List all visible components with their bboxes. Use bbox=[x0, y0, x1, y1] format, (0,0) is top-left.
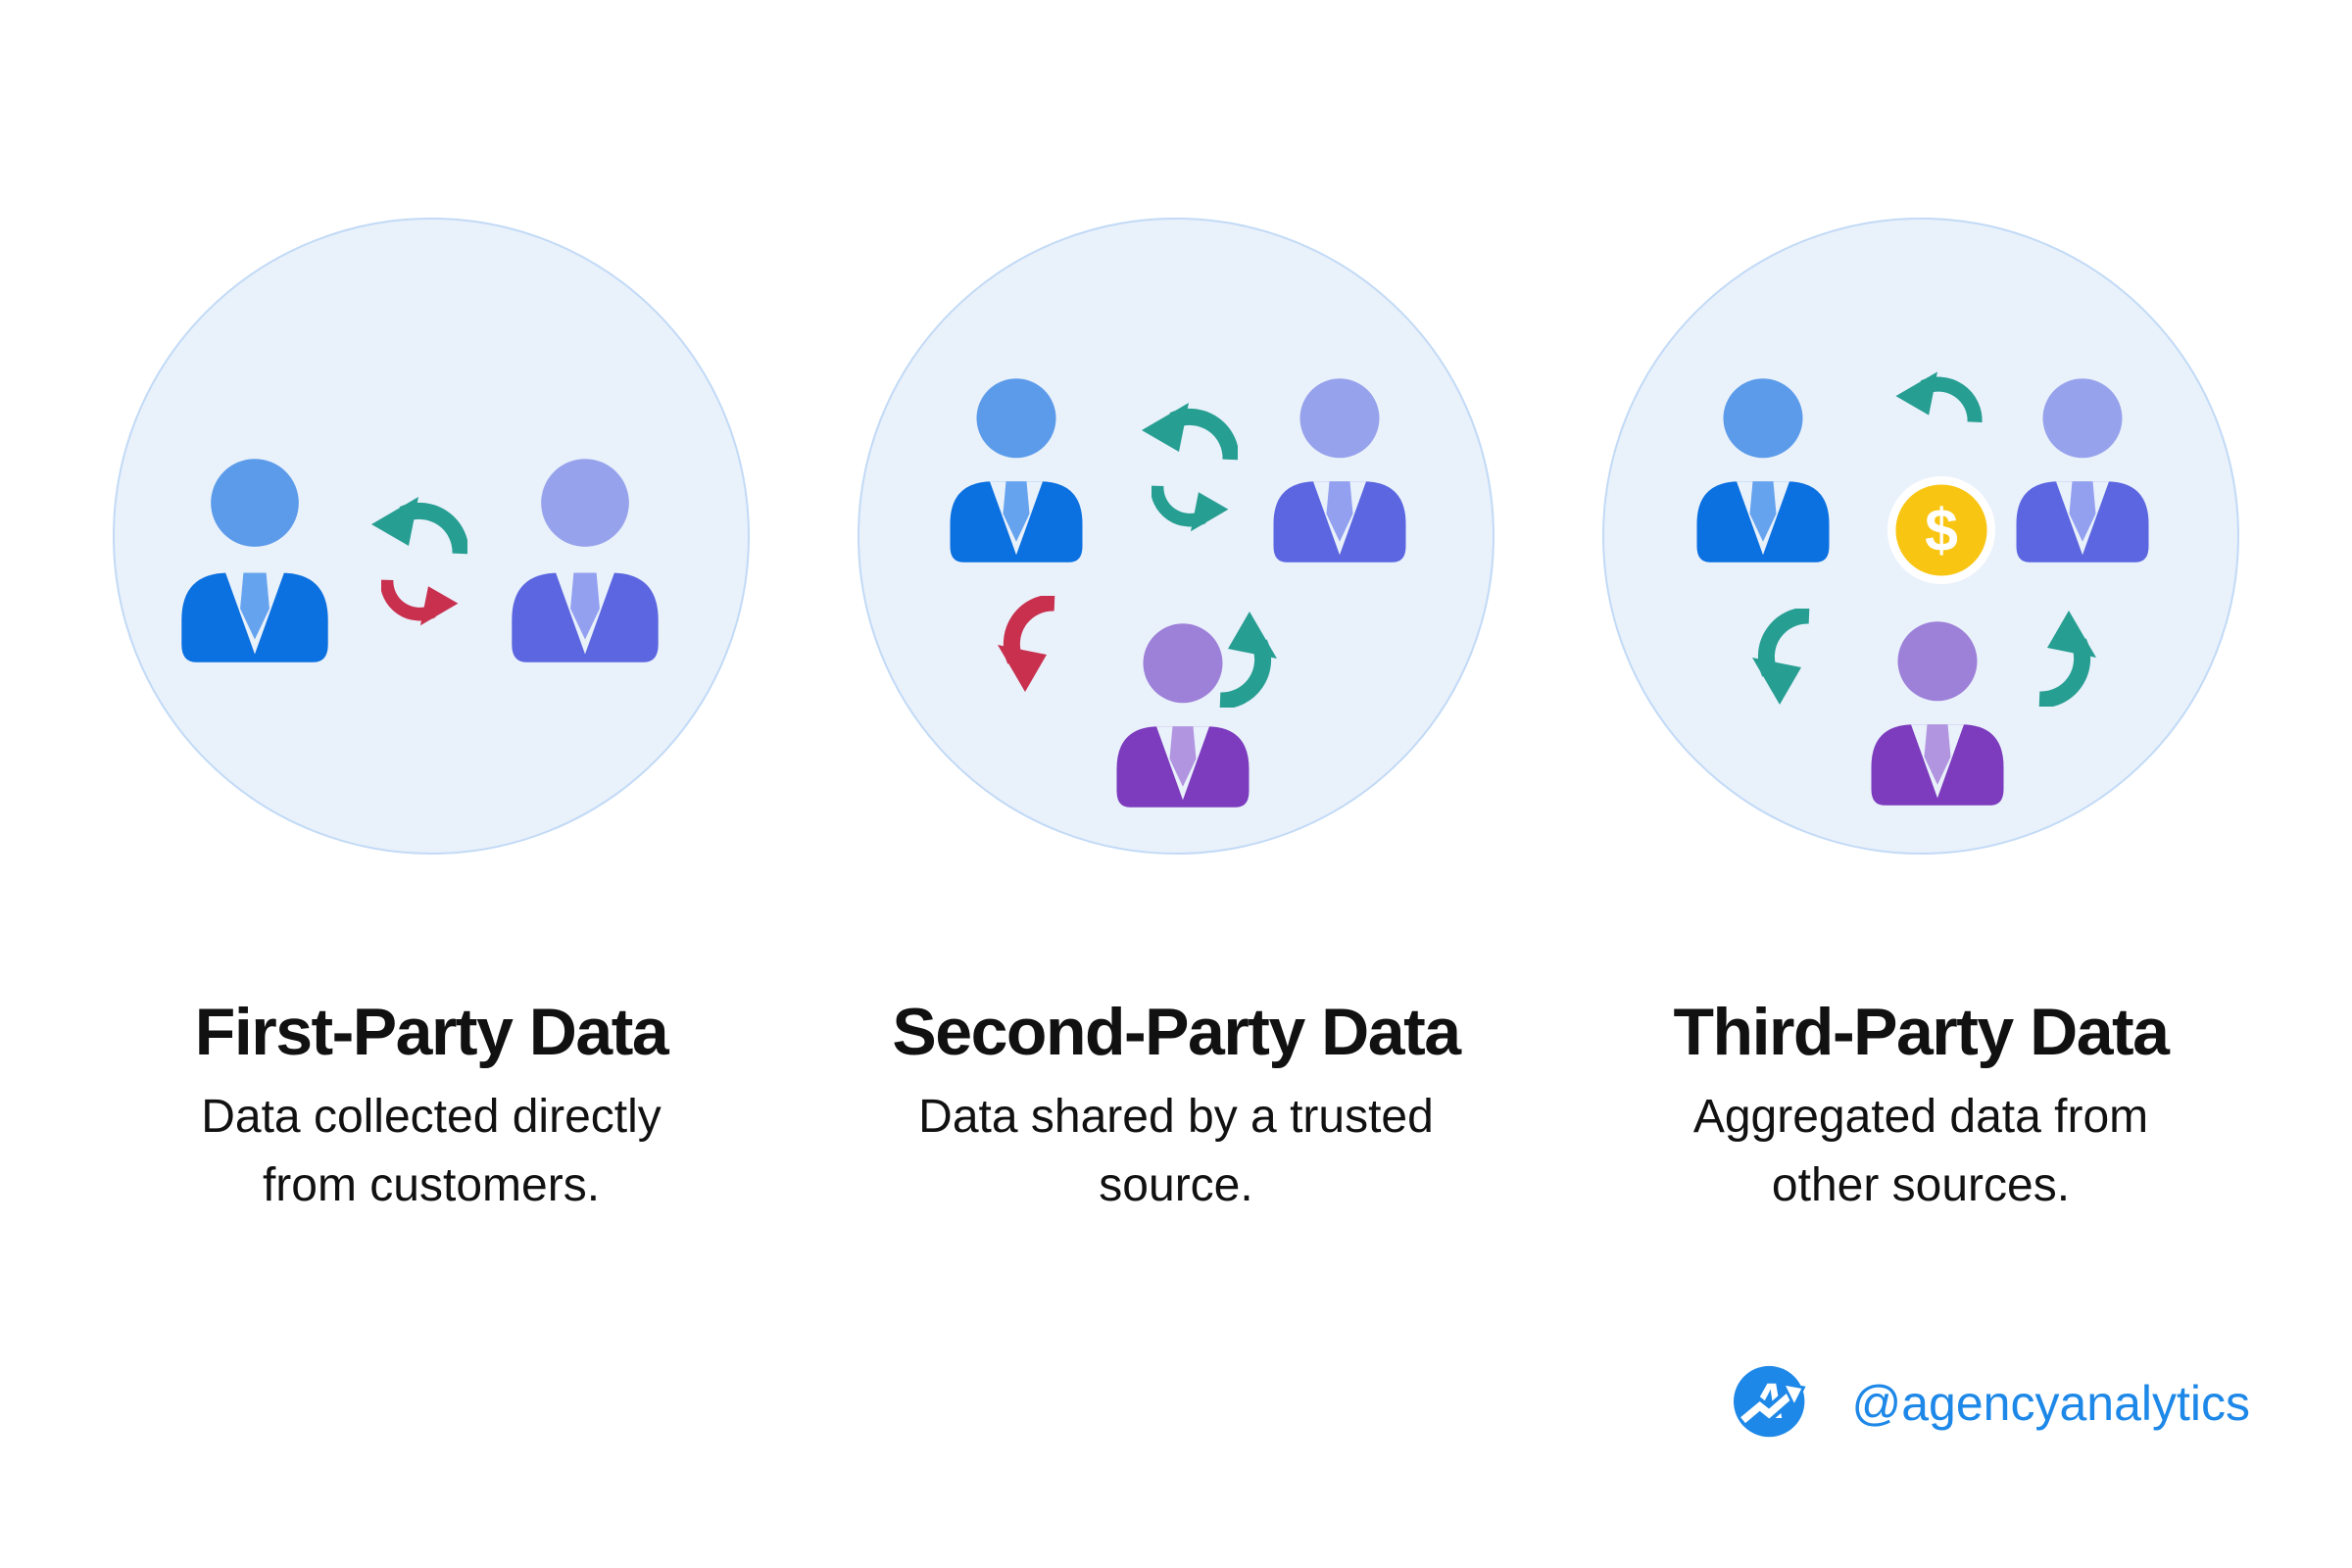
card-description: Data shared by a trusted source. bbox=[918, 1091, 1434, 1211]
labels-row: First-Party Data Data collected directly… bbox=[0, 999, 2352, 1220]
brand-footer: @agencyanalytics bbox=[1730, 1364, 2250, 1443]
curved-arrow-down-icon bbox=[992, 594, 1060, 696]
person-blue-icon bbox=[173, 459, 336, 662]
undo-arrow-icon bbox=[1890, 367, 1984, 427]
person-blue-icon bbox=[943, 378, 1090, 563]
exchange-arrows-icon bbox=[369, 491, 467, 638]
exchange-arrows-icon bbox=[1140, 397, 1238, 544]
brand-handle: @agencyanalytics bbox=[1851, 1376, 2250, 1431]
card-title: First-Party Data bbox=[194, 995, 669, 1069]
curved-arrow-right-icon bbox=[381, 575, 460, 630]
card-title: Third-Party Data bbox=[1673, 995, 2171, 1069]
curved-arrow-down-icon bbox=[1746, 607, 1815, 709]
circle-first-party bbox=[113, 218, 750, 855]
curved-arrow-left-icon bbox=[1140, 397, 1238, 466]
circles-row bbox=[0, 218, 2352, 855]
label-second-party: Second-Party Data Data shared by a trust… bbox=[858, 999, 1494, 1220]
label-third-party: Third-Party Data Aggregated data from ot… bbox=[1602, 999, 2239, 1220]
person-periwinkle-icon bbox=[1266, 378, 1413, 563]
card-description: Aggregated data from other sources. bbox=[1692, 1091, 2149, 1211]
agencyanalytics-logo-icon bbox=[1730, 1364, 1816, 1443]
circle-third-party bbox=[1602, 218, 2239, 855]
person-periwinkle-icon bbox=[504, 459, 666, 662]
curved-arrow-up-icon bbox=[1214, 608, 1283, 710]
person-blue-icon bbox=[1690, 378, 1837, 563]
dollar-coin-icon bbox=[1886, 474, 1997, 586]
person-periwinkle-icon bbox=[2009, 378, 2156, 563]
curved-arrow-left-icon bbox=[369, 491, 467, 560]
card-title: Second-Party Data bbox=[892, 995, 1461, 1069]
label-first-party: First-Party Data Data collected directly… bbox=[113, 999, 750, 1220]
circle-second-party bbox=[858, 218, 1494, 855]
curved-arrow-up-icon bbox=[2034, 607, 2102, 709]
person-purple-icon bbox=[1864, 621, 2011, 806]
card-description: Data collected directly from customers. bbox=[201, 1091, 662, 1211]
curved-arrow-right-icon bbox=[1152, 481, 1230, 536]
